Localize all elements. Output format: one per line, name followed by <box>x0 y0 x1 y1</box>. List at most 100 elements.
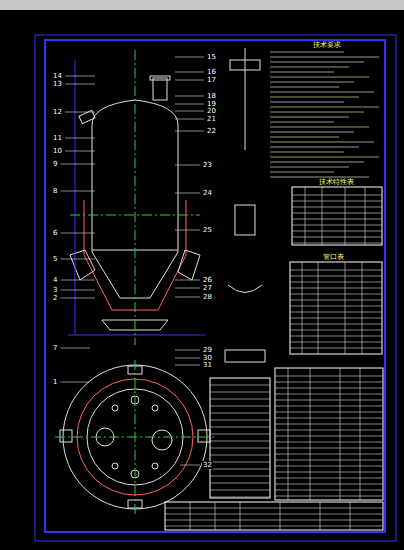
rule-line <box>275 400 383 401</box>
rule-line <box>240 502 241 530</box>
leader-line <box>175 230 200 231</box>
leader-line <box>175 119 204 120</box>
callout-number: 32 <box>202 461 213 469</box>
rule-line <box>290 270 382 271</box>
rule-line <box>210 483 270 484</box>
detail-views <box>225 48 265 362</box>
callout-number: 5 <box>52 255 58 263</box>
rule-line <box>292 201 382 202</box>
rule-line <box>345 262 346 354</box>
rule-line <box>275 376 383 377</box>
leader-line <box>175 131 204 132</box>
rule-line <box>210 455 270 456</box>
rule-line <box>210 462 270 463</box>
rule-line <box>210 469 270 470</box>
rule-line <box>270 122 334 123</box>
rule-line <box>340 368 341 500</box>
callout-number: 14 <box>52 72 63 80</box>
callout-number: 2 <box>52 294 58 302</box>
rule-line <box>292 219 382 220</box>
leader-line <box>180 465 200 466</box>
callout-number: 6 <box>52 229 58 237</box>
rule-line <box>210 406 270 407</box>
leader-line <box>65 76 95 77</box>
rule-line <box>275 382 383 383</box>
rule-line <box>210 399 270 400</box>
rule-line <box>290 342 382 343</box>
rule-line <box>210 420 270 421</box>
rule-line <box>292 213 382 214</box>
callout-number: 9 <box>52 160 58 168</box>
rule-line <box>270 72 334 73</box>
rule-line <box>275 394 383 395</box>
leader-line <box>175 297 200 298</box>
outer-frame <box>35 35 396 541</box>
rule-line <box>292 231 382 232</box>
leader-line <box>175 96 204 97</box>
table-heading: 管口表 <box>322 253 345 261</box>
rule-line <box>310 368 311 500</box>
rule-line <box>270 112 364 113</box>
rule-line <box>210 413 270 414</box>
leader-line <box>65 138 95 139</box>
leader-line <box>175 365 200 366</box>
rule-line <box>288 368 289 500</box>
toolbar <box>0 0 404 10</box>
callout-number: 15 <box>206 53 217 61</box>
rule-line <box>270 52 344 53</box>
callout-number: 1 <box>52 378 58 386</box>
rule-line <box>270 172 334 173</box>
leader-line <box>60 233 95 234</box>
leader-line <box>175 350 200 351</box>
center-line <box>135 50 136 345</box>
callout-number: 11 <box>52 134 63 142</box>
callout-number: 3 <box>52 286 58 294</box>
rule-line <box>270 102 344 103</box>
rule-line <box>275 436 383 437</box>
callout-number: 25 <box>202 226 213 234</box>
rule-line <box>365 187 366 245</box>
callout-number: 13 <box>52 80 63 88</box>
rule-line <box>305 187 306 245</box>
rule-line <box>275 490 383 491</box>
leader-line <box>60 280 95 281</box>
leader-line <box>65 112 95 113</box>
rule-line <box>360 368 361 500</box>
rule-line <box>210 490 270 491</box>
leader-line <box>60 164 95 165</box>
rule-line <box>292 237 382 238</box>
callout-number: 8 <box>52 187 58 195</box>
center-line <box>70 215 200 216</box>
callout-number: 22 <box>206 127 217 135</box>
rule-line <box>270 162 364 163</box>
rule-line <box>270 147 359 148</box>
rule-line <box>275 478 383 479</box>
rule-line <box>290 324 382 325</box>
rule-line <box>270 117 349 118</box>
callout-number: 4 <box>52 276 58 284</box>
callout-number: 18 <box>206 92 217 100</box>
rule-line <box>290 348 382 349</box>
rule-line <box>210 476 270 477</box>
rule-line <box>350 502 351 530</box>
leader-line <box>175 280 200 281</box>
callout-number: 7 <box>52 344 58 352</box>
rule-line <box>270 167 349 168</box>
rule-line <box>210 427 270 428</box>
rule-line <box>270 87 339 88</box>
rule-line <box>210 385 270 386</box>
rule-line <box>345 187 346 245</box>
rule-line <box>290 282 382 283</box>
rule-line <box>290 294 382 295</box>
rule-line <box>290 312 382 313</box>
rule-line <box>320 502 321 530</box>
leader-line <box>175 72 204 73</box>
rule-line <box>275 472 383 473</box>
leader-line <box>175 111 204 112</box>
rule-line <box>210 441 270 442</box>
tables <box>165 187 383 530</box>
rule-line <box>270 132 354 133</box>
table-heading: 技术特性表 <box>318 178 355 186</box>
rule-line <box>290 288 382 289</box>
leader-line <box>65 151 95 152</box>
